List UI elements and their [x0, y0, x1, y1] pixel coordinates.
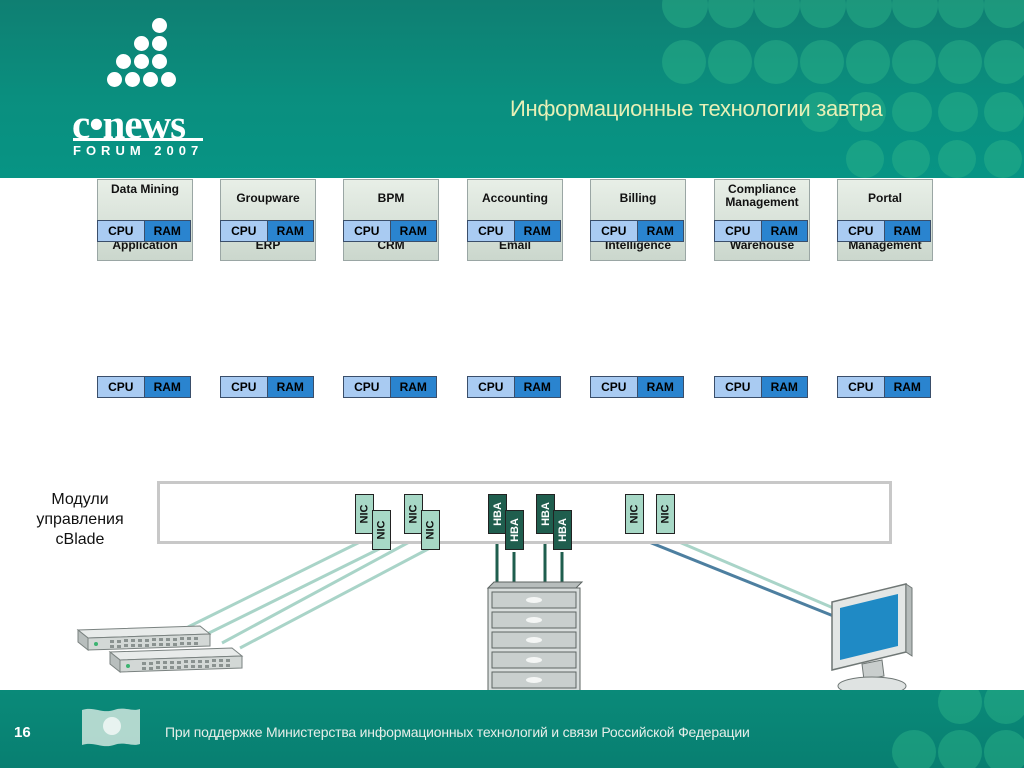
cpu-ram-module: CPU RAM: [837, 220, 931, 242]
cpu-ram-module: CPU RAM: [590, 220, 684, 242]
ram-label: RAM: [266, 221, 313, 241]
app-top-label: Data Mining: [111, 182, 179, 196]
cpu-ram-module: CPU RAM: [220, 220, 314, 242]
cpu-ram-module: CPU RAM: [97, 376, 191, 398]
nic-card: NIC: [625, 494, 644, 534]
storage-array-icon: [486, 581, 584, 700]
nic-card: NIC: [372, 510, 391, 550]
ram-label: RAM: [513, 221, 560, 241]
cpu-label: CPU: [468, 377, 514, 397]
cpu-label: CPU: [838, 221, 884, 241]
cpu-ram-module: CPU RAM: [714, 220, 808, 242]
logo-forum-year: FORUM 2007: [73, 143, 204, 158]
app-top-label: BPM: [377, 191, 405, 205]
cblade-label-line: cBlade: [55, 531, 105, 548]
ministry-emblem-flag-icon: [82, 708, 140, 747]
cpu-ram-module: CPU RAM: [837, 376, 931, 398]
cpu-label: CPU: [838, 377, 884, 397]
cblade-modules-label: Модули управления cBlade: [18, 490, 142, 550]
cblade-label-line: управления: [36, 511, 124, 528]
cpu-label: CPU: [591, 377, 637, 397]
ram-label: RAM: [883, 221, 930, 241]
app-top-label: Groupware: [236, 191, 300, 205]
cpu-label: CPU: [344, 221, 390, 241]
hba-card: HBA: [505, 510, 524, 550]
cpu-ram-module: CPU RAM: [343, 220, 437, 242]
cpu-label: CPU: [221, 377, 267, 397]
cblade-label-line: Модули: [51, 491, 109, 508]
ram-label: RAM: [883, 377, 930, 397]
ram-label: RAM: [143, 377, 190, 397]
ram-label: RAM: [143, 221, 190, 241]
page-title: Информационные технологии завтра: [510, 96, 883, 121]
logo-divider: [73, 138, 203, 141]
app-top-label: Accounting: [482, 191, 548, 205]
app-top-label: Portal: [867, 191, 902, 205]
cpu-ram-module: CPU RAM: [97, 220, 191, 242]
cpu-ram-module: CPU RAM: [220, 376, 314, 398]
cpu-label: CPU: [715, 377, 761, 397]
footer-sponsor-text: При поддержке Министерства информационны…: [165, 724, 750, 740]
hba-card: HBA: [553, 510, 572, 550]
ram-label: RAM: [760, 377, 807, 397]
monitor-icon: [831, 583, 913, 696]
app-top-label: Billing: [619, 191, 657, 205]
cpu-label: CPU: [344, 377, 390, 397]
cnews-logo-icon: [107, 18, 177, 98]
network-switch-icon: [76, 625, 244, 674]
app-top-label: Compliance Management: [725, 182, 799, 209]
slide-page-number: 16: [14, 724, 31, 741]
ram-label: RAM: [266, 377, 313, 397]
footer-bar: 16 При поддержке Министерства информацио…: [0, 690, 1024, 768]
header-banner: c•news FORUM 2007 Информационные техноло…: [0, 0, 1024, 178]
cpu-label: CPU: [221, 221, 267, 241]
ram-label: RAM: [760, 221, 807, 241]
ram-label: RAM: [389, 377, 436, 397]
cpu-ram-module: CPU RAM: [467, 376, 561, 398]
cpu-label: CPU: [468, 221, 514, 241]
cpu-label: CPU: [591, 221, 637, 241]
ram-label: RAM: [389, 221, 436, 241]
ram-label: RAM: [513, 377, 560, 397]
cblade-chassis: [157, 481, 892, 544]
cpu-label: CPU: [98, 221, 144, 241]
cpu-ram-module: CPU RAM: [343, 376, 437, 398]
cpu-ram-module: CPU RAM: [467, 220, 561, 242]
ram-label: RAM: [636, 221, 683, 241]
cpu-ram-module: CPU RAM: [590, 376, 684, 398]
cpu-label: CPU: [98, 377, 144, 397]
cpu-label: CPU: [715, 221, 761, 241]
nic-card: NIC: [421, 510, 440, 550]
cpu-ram-module: CPU RAM: [714, 376, 808, 398]
nic-card: NIC: [656, 494, 675, 534]
ram-label: RAM: [636, 377, 683, 397]
